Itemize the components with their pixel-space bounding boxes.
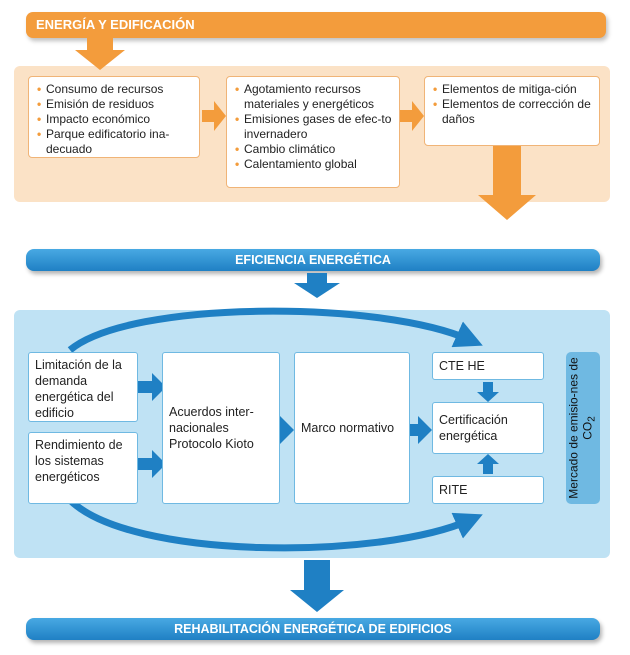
systems-performance-label: Rendimiento de los sistemas energéticos — [35, 438, 123, 484]
emissions-market-label: Mercado de emisio-nes de CO2 — [566, 357, 598, 499]
regulatory-label: Marco normativo — [301, 421, 395, 435]
curved-arrow-bottom — [67, 497, 483, 552]
rite-box: RITE — [432, 476, 544, 504]
impact-box-solutions: Elementos de mitiga-ción Elementos de co… — [424, 76, 600, 146]
impact-box-causes: Consumo de recursos Emisión de residuos … — [28, 76, 200, 158]
down-arrow-right — [478, 140, 536, 220]
list-item: Emisiones gases de efec-to invernadero — [235, 112, 393, 142]
systems-performance-box: Rendimiento de los sistemas energéticos — [28, 432, 138, 504]
certification-label: Certificación energética — [439, 413, 508, 443]
impact-box-effects: Agotamiento recursos materiales y energé… — [226, 76, 400, 188]
list-item: Agotamiento recursos materiales y energé… — [235, 82, 393, 112]
orange-arrows — [75, 38, 536, 220]
middle-banner-label: EFICIENCIA ENERGÉTICA — [235, 253, 391, 267]
cte-he-box: CTE HE — [432, 352, 544, 380]
curved-arrow-top — [67, 307, 483, 353]
top-banner: ENERGÍA Y EDIFICACIÓN — [26, 12, 606, 38]
list-item: Consumo de recursos — [37, 82, 193, 97]
down-arrow-top — [75, 38, 125, 70]
right-arrow-c — [266, 416, 294, 444]
rite-label: RITE — [439, 483, 468, 497]
list-item: Emisión de residuos — [37, 97, 193, 112]
list-item: Elementos de corrección de daños — [433, 97, 593, 127]
agreements-box: Acuerdos inter-nacionales Protocolo Kiot… — [162, 352, 280, 504]
list-item: Impacto económico — [37, 112, 193, 127]
emissions-market-box: Mercado de emisio-nes de CO2 — [566, 352, 600, 504]
demand-limit-box: Limitación de la demanda energética del … — [28, 352, 138, 422]
bottom-banner-label: REHABILITACIÓN ENERGÉTICA DE EDIFICIOS — [174, 622, 452, 636]
right-arrow-d — [404, 416, 432, 444]
demand-limit-label: Limitación de la demanda energética del … — [35, 358, 122, 420]
list-item: Elementos de mitiga-ción — [433, 82, 593, 97]
certification-box: Certificación energética — [432, 402, 544, 454]
up-arrow-rite — [477, 454, 499, 474]
bottom-banner: REHABILITACIÓN ENERGÉTICA DE EDIFICIOS — [26, 618, 600, 640]
right-arrow-a — [138, 373, 166, 401]
list-item: Parque edificatorio ina-decuado — [37, 127, 193, 157]
down-arrow-bottom — [290, 560, 344, 612]
right-arrow-b — [138, 450, 166, 478]
right-arrow-1 — [202, 101, 226, 131]
down-arrow-cte — [477, 382, 499, 402]
middle-banner: EFICIENCIA ENERGÉTICA — [26, 249, 600, 271]
list-item: Cambio climático — [235, 142, 393, 157]
down-arrow-middle — [294, 273, 340, 298]
top-banner-label: ENERGÍA Y EDIFICACIÓN — [36, 17, 195, 32]
regulatory-box: Marco normativo — [294, 352, 410, 504]
agreements-label: Acuerdos inter-nacionales Protocolo Kiot… — [169, 405, 254, 451]
cte-he-label: CTE HE — [439, 359, 485, 373]
list-item: Calentamiento global — [235, 157, 393, 172]
right-arrow-2 — [400, 101, 424, 131]
